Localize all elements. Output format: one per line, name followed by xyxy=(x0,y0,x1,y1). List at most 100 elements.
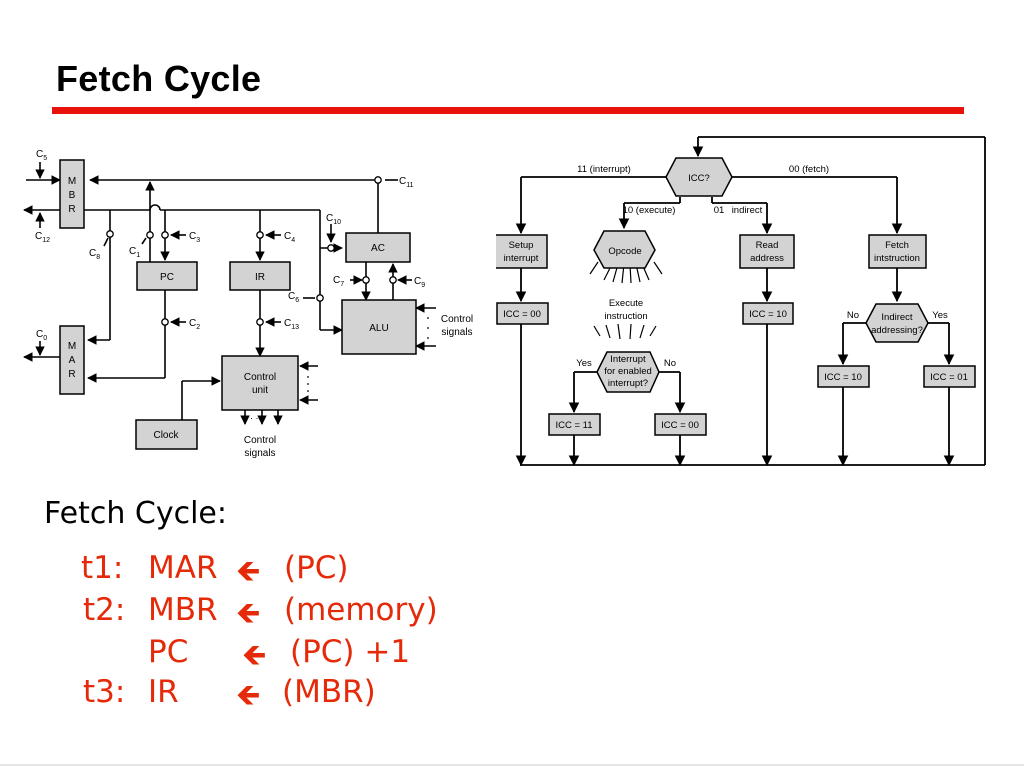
control-unit-label-2: unit xyxy=(252,385,268,396)
title-underline xyxy=(52,107,964,114)
opcode-hex xyxy=(593,230,656,269)
step-label: t3: xyxy=(83,674,126,710)
instruction-cycle-flowchart: ICC? 11 (interrupt) 10 (execute) 01 indi… xyxy=(496,136,986,467)
fetch-cycle-heading: Fetch Cycle: xyxy=(44,496,227,531)
mar-letter-3: R xyxy=(68,369,75,380)
branch-indirect-word: indirect xyxy=(732,205,763,216)
mbr-letter-2: B xyxy=(69,190,76,201)
interrupt-decision xyxy=(596,351,660,393)
fetch-instruction-1: Fetch xyxy=(885,240,909,251)
indirect-decision-1: Indirect xyxy=(881,312,913,323)
execute-instruction-2: instruction xyxy=(604,311,647,322)
ir-register xyxy=(229,261,291,291)
control-signals-right-1: Control xyxy=(441,314,473,325)
c3-label: C3 xyxy=(189,231,200,244)
interrupt-decision-3: interrupt? xyxy=(608,378,648,389)
read-address-1: Read xyxy=(756,240,779,251)
left-arrow-icon: 🡸 xyxy=(236,554,261,589)
icc-label: ICC? xyxy=(688,173,710,184)
pc-label: PC xyxy=(160,272,174,283)
mar-letter-2: A xyxy=(69,355,76,366)
opcode-label: Opcode xyxy=(608,246,641,257)
fetch-instruction-box xyxy=(868,234,927,269)
c9-label: C9 xyxy=(414,276,425,289)
c11-label: C11 xyxy=(399,176,414,189)
alu-box xyxy=(341,299,417,355)
c13-label: C13 xyxy=(284,318,299,331)
interrupt-decision-1: Interrupt xyxy=(610,354,646,365)
branch-interrupt-label: 11 (interrupt) xyxy=(577,164,631,175)
left-arrow-icon: 🡸 xyxy=(236,596,261,631)
control-signals-bottom-2: signals xyxy=(244,448,275,459)
footer-divider xyxy=(0,764,1024,766)
icc-11-box xyxy=(548,413,601,436)
c1-label: C1 xyxy=(129,246,140,259)
ac-label: AC xyxy=(371,243,385,254)
fetch-instruction-2: intstruction xyxy=(874,253,920,264)
c8-label: C8 xyxy=(89,248,100,261)
branch-execute-label: 10 (execute) xyxy=(623,205,676,216)
interrupt-yes: Yes xyxy=(576,358,592,369)
c5-label: C5 xyxy=(36,149,47,162)
execute-instruction-1: Execute xyxy=(609,298,643,309)
c10-label: C10 xyxy=(326,213,341,226)
read-address-box xyxy=(739,234,795,269)
icc-11-label: ICC = 11 xyxy=(555,420,592,431)
pc-register xyxy=(136,261,198,291)
setup-interrupt-2: interrupt xyxy=(504,253,539,264)
left-arrow-icon: 🡸 xyxy=(242,638,267,673)
control-signals-right-2: signals xyxy=(441,327,472,338)
interrupt-no: No xyxy=(664,358,676,369)
clock-box xyxy=(135,419,198,450)
ac-register xyxy=(345,232,411,263)
icc-00-bottom-label: ICC = 00 xyxy=(661,420,699,431)
step-dest: IR xyxy=(148,674,179,710)
mar-register xyxy=(59,325,85,395)
step-dest: MBR xyxy=(148,592,218,628)
control-unit-box xyxy=(221,355,299,411)
step-label: t1: xyxy=(81,550,124,586)
mbr-register xyxy=(59,159,85,229)
icc-00-top-label: ICC = 00 xyxy=(503,309,541,320)
c12-label: C12 xyxy=(35,231,50,244)
icc-00-box-bottom xyxy=(654,413,707,436)
icc-10-box-read xyxy=(742,302,794,325)
branch-fetch-label: 00 (fetch) xyxy=(789,164,829,175)
slide-title: Fetch Cycle xyxy=(56,58,262,99)
icc-10-box-no xyxy=(817,365,870,388)
c0-label: C0 xyxy=(36,329,47,342)
c2-label: C2 xyxy=(189,318,200,331)
mbr-letter-1: M xyxy=(68,176,76,187)
control-signals-bottom-1: Control xyxy=(244,435,276,446)
step-label: t2: xyxy=(83,592,126,628)
read-address-2: address xyxy=(750,253,784,264)
step-src: (memory) xyxy=(284,592,438,628)
step-dest: MAR xyxy=(148,550,218,586)
interrupt-decision-2: for enabled xyxy=(604,366,652,377)
step-src: (PC) xyxy=(284,550,349,586)
icc-10-no-label: ICC = 10 xyxy=(824,372,862,383)
icc-00-box-top xyxy=(496,302,549,325)
icc-decision xyxy=(665,157,733,197)
indirect-no: No xyxy=(847,310,859,321)
ir-label: IR xyxy=(255,272,265,283)
alu-label: ALU xyxy=(369,323,388,334)
step-src: (MBR) xyxy=(282,674,376,710)
indirect-yes: Yes xyxy=(932,310,948,321)
c7-label: C7 xyxy=(333,275,344,288)
mar-letter-1: M xyxy=(68,341,76,352)
left-arrow-icon: 🡸 xyxy=(236,678,261,713)
indirect-decision-2: addressing? xyxy=(871,325,923,336)
icc-01-label: ICC = 01 xyxy=(930,372,968,383)
control-unit-ellipsis: · · · xyxy=(250,413,264,423)
branch-indirect-num: 01 xyxy=(714,205,725,216)
clock-label: Clock xyxy=(153,430,179,441)
icc-01-box xyxy=(923,365,976,388)
c6-label: C6 xyxy=(288,291,299,304)
mbr-letter-3: R xyxy=(68,204,75,215)
indirect-decision xyxy=(865,303,929,343)
step-dest: PC xyxy=(148,634,189,670)
step-src: (PC) +1 xyxy=(290,634,411,670)
icc-10-read-label: ICC = 10 xyxy=(749,309,787,320)
control-unit-label-1: Control xyxy=(244,372,276,383)
